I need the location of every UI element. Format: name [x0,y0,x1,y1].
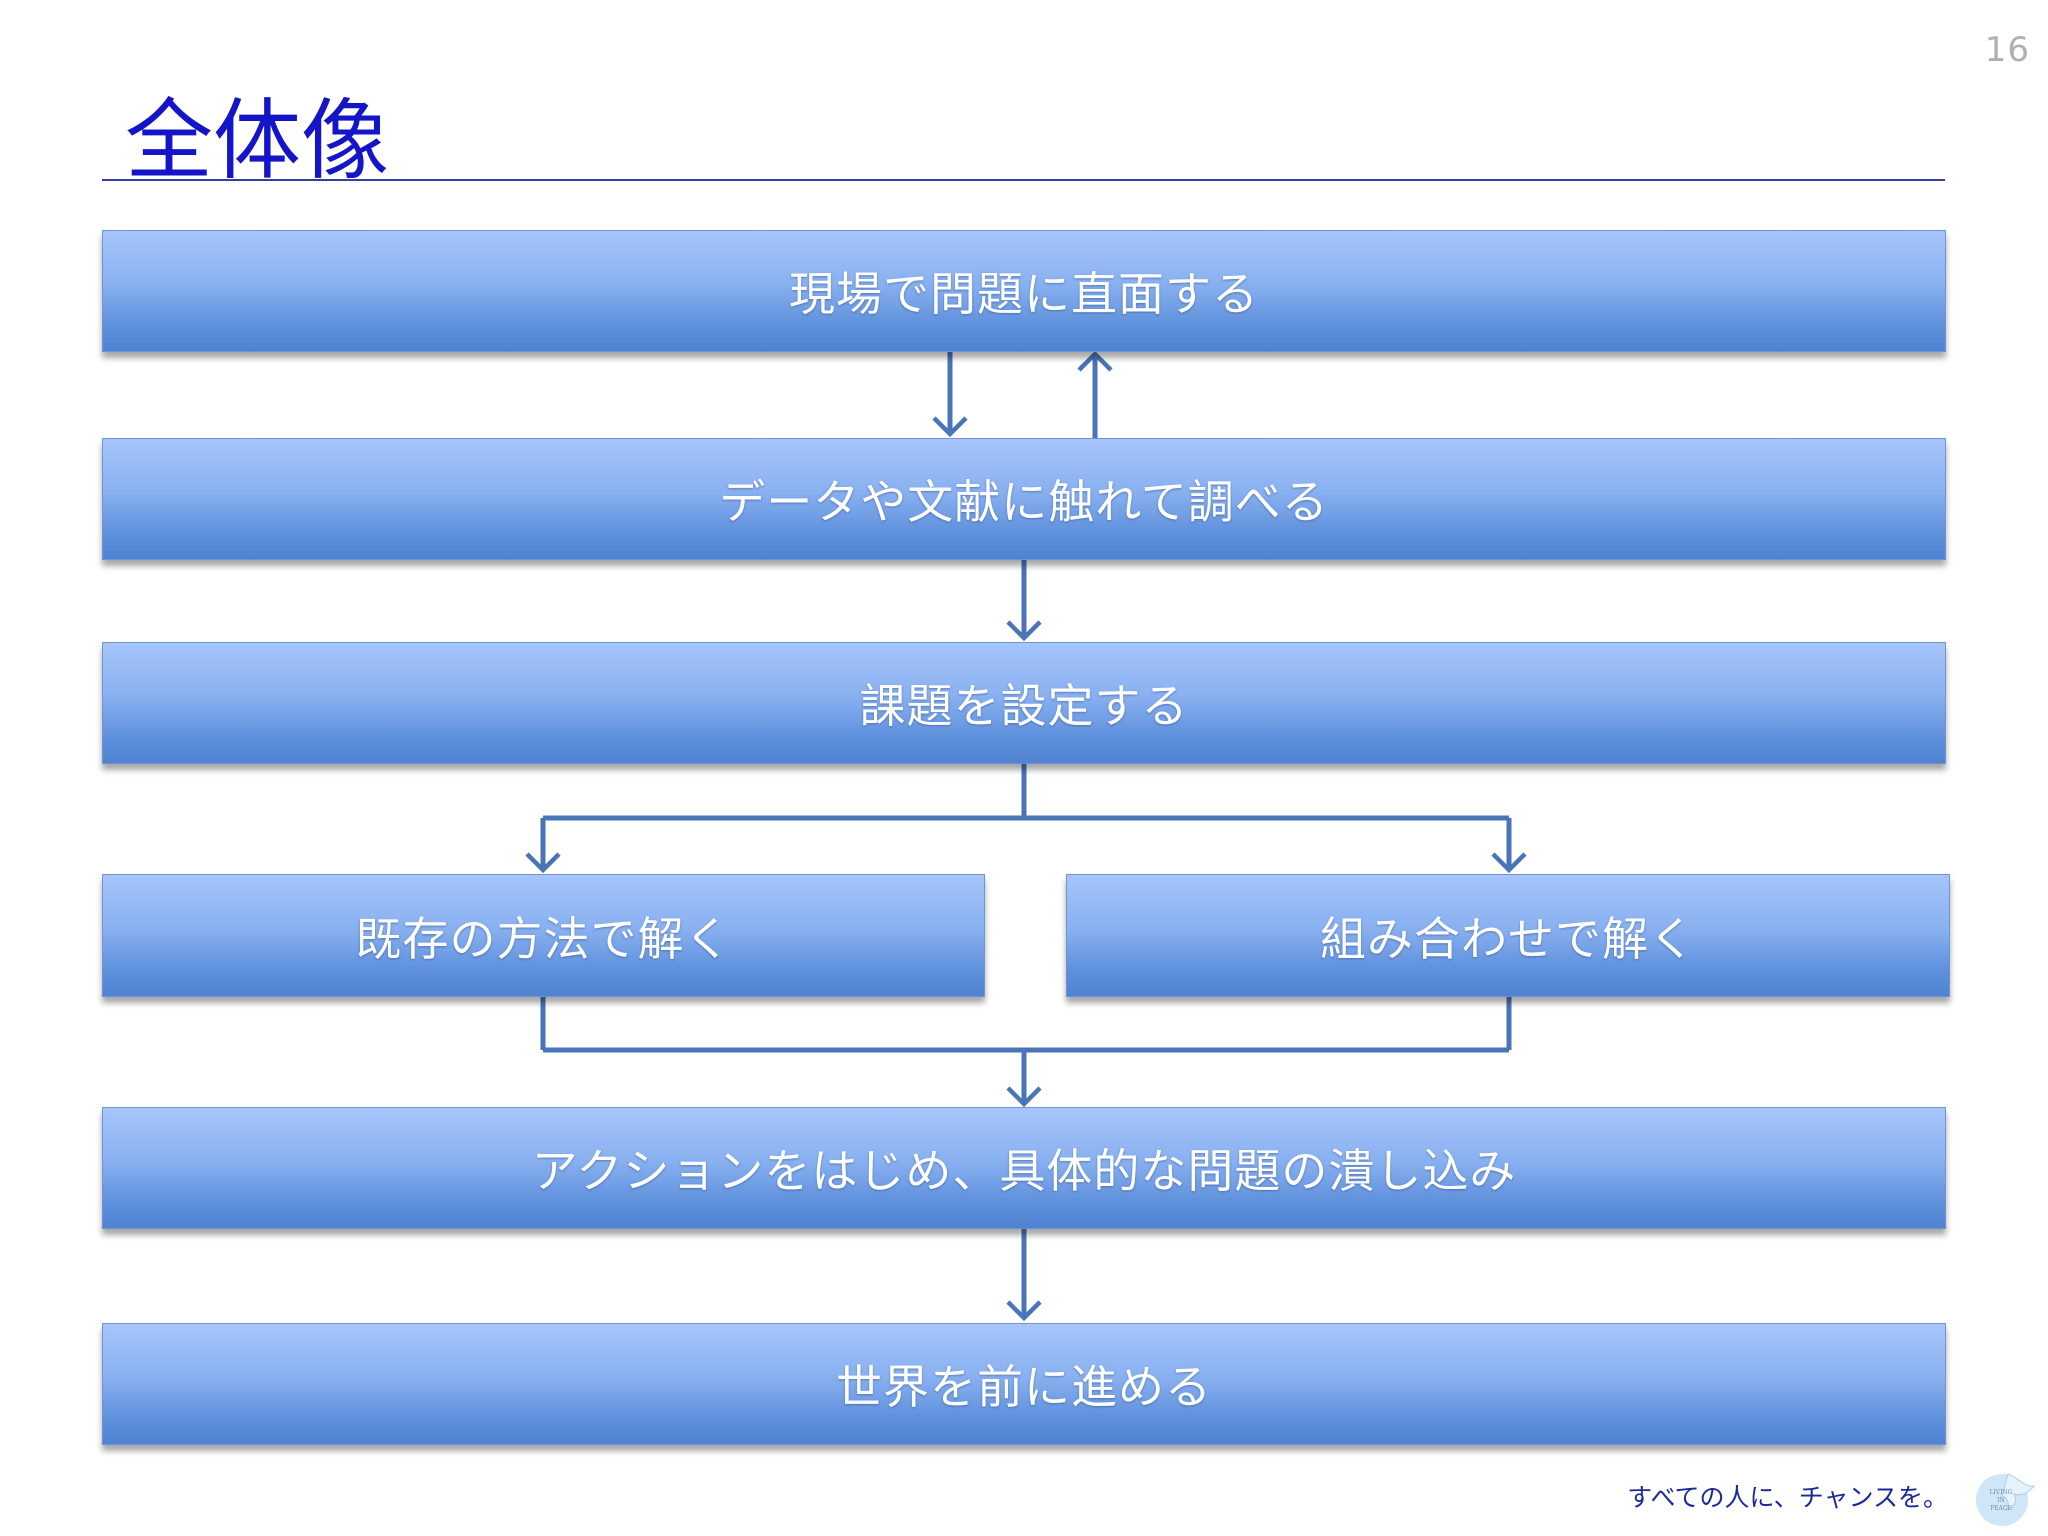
step-research: データや文献に触れて調べる [102,438,1946,560]
page-number: 16 [1984,30,2030,70]
dove-icon: LIVING IN PEACE [1976,1473,2036,1526]
merge-connector [540,997,1512,1104]
title-divider [102,179,1945,181]
slide-title: 全体像 [125,89,390,192]
step-define-issue: 課題を設定する [102,642,1946,764]
step-take-action: アクションをはじめ、具体的な問題の潰し込み [102,1107,1946,1229]
svg-text:PEACE: PEACE [1990,1505,2012,1512]
step-face-problem: 現場で問題に直面する [102,230,1946,352]
svg-text:IN: IN [1997,1497,2005,1504]
step-combination: 組み合わせで解く [1066,874,1950,997]
svg-text:LIVING: LIVING [1989,1489,2012,1496]
footer-tagline: すべての人に、チャンスを。 [1627,1483,1948,1512]
step-existing-method: 既存の方法で解く [102,874,985,997]
step-move-world-forward: 世界を前に進める [102,1323,1946,1445]
split-connector [540,764,1512,870]
